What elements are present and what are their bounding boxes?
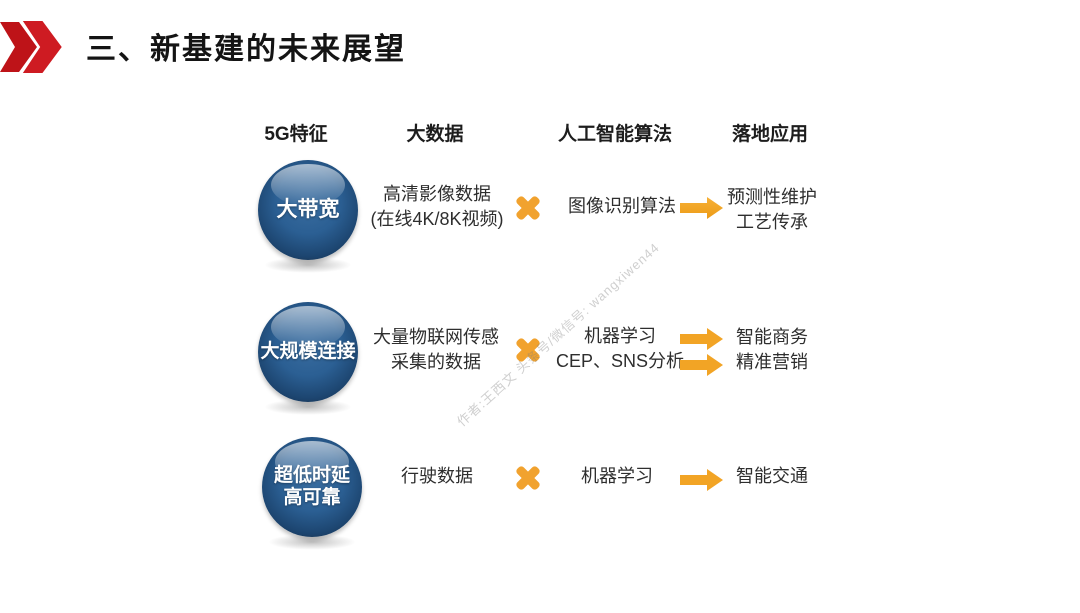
application-cell: 预测性维护 工艺传承 bbox=[727, 187, 817, 232]
application-cell: 智能交通 bbox=[736, 466, 808, 486]
feature-label: 大带宽 bbox=[276, 197, 340, 221]
arrow-right-icon bbox=[680, 469, 723, 491]
algorithm-cell: 机器学习 bbox=[581, 466, 653, 486]
arrow-right-icon bbox=[680, 197, 723, 219]
data-cell: 大量物联网传感 采集的数据 bbox=[373, 327, 499, 372]
multiply-icon bbox=[516, 466, 540, 490]
multiply-icon bbox=[516, 196, 540, 220]
application-cell: 智能商务 精准营销 bbox=[736, 327, 808, 372]
feature-sphere-massive-connection: 大规模连接 bbox=[258, 302, 358, 415]
feature-label: 大规模连接 bbox=[260, 341, 356, 363]
column-header-big-data: 大数据 bbox=[406, 124, 464, 145]
column-header-5g-features: 5G特征 bbox=[264, 124, 328, 145]
arrow-right-icon bbox=[680, 328, 723, 350]
data-cell: 高清影像数据 (在线4K/8K视频) bbox=[370, 184, 504, 229]
feature-sphere-low-latency: 超低时延 高可靠 bbox=[262, 437, 362, 550]
feature-sphere-bandwidth: 大带宽 bbox=[258, 160, 358, 273]
double-chevron-icon bbox=[0, 20, 64, 74]
data-cell: 行驶数据 bbox=[401, 466, 473, 486]
multiply-icon bbox=[516, 338, 540, 362]
column-header-applications: 落地应用 bbox=[731, 124, 808, 145]
slide-title: 三、新基建的未来展望 bbox=[86, 33, 406, 66]
algorithm-cell: 图像识别算法 bbox=[568, 196, 676, 216]
arrow-right-icon bbox=[680, 354, 723, 376]
column-header-ai-algorithms: 人工智能算法 bbox=[557, 124, 672, 145]
feature-label: 高可靠 bbox=[283, 487, 341, 508]
feature-label: 超低时延 bbox=[273, 465, 350, 487]
algorithm-cell: 机器学习 CEP、SNS分析 bbox=[555, 326, 685, 371]
